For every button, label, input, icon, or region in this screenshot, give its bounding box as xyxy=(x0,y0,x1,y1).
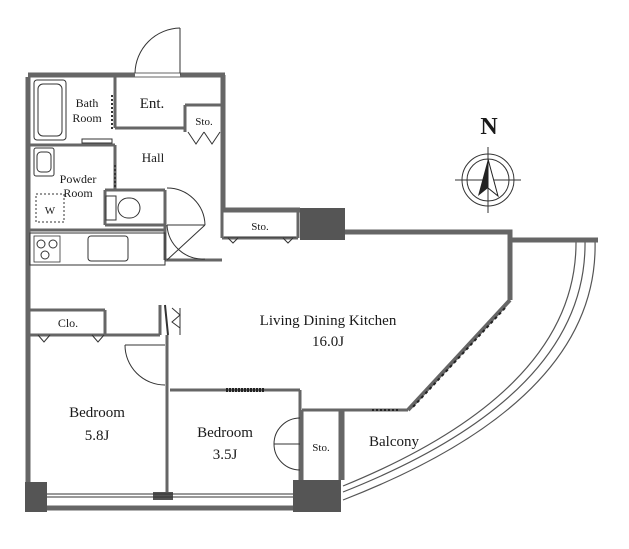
storage-top-doors xyxy=(187,131,221,145)
ldk-name-label: Living Dining Kitchen xyxy=(260,313,397,329)
storage-bedroom-label: Sto. xyxy=(312,442,330,454)
toilet xyxy=(105,195,141,221)
washer-label: W xyxy=(45,205,56,217)
entrance-label: Ent. xyxy=(140,96,165,112)
interior-walls xyxy=(30,75,342,508)
bedroom1-size-label: 5.8J xyxy=(85,428,110,444)
kitchen-counter xyxy=(29,232,166,266)
exterior-walls xyxy=(25,72,513,511)
bath-room-label-1: Bath xyxy=(76,96,99,110)
bedroom-storage-doors xyxy=(273,417,301,471)
closet-doors xyxy=(37,334,105,343)
bedroom2-name-label: Bedroom xyxy=(197,425,253,441)
powder-room-label-1: Powder xyxy=(60,172,97,186)
storage-top-label: Sto. xyxy=(195,116,213,128)
ldk-size-label: 16.0J xyxy=(312,334,344,350)
compass-north-label: N xyxy=(480,114,498,140)
entrance-door xyxy=(134,27,181,77)
hall-label: Hall xyxy=(142,150,165,165)
ldk-diagonal-wall xyxy=(302,298,512,412)
storage-mid-label: Sto. xyxy=(251,221,269,233)
structural-pillars xyxy=(25,208,345,512)
bedroom1-door xyxy=(124,344,166,386)
bedroom1-name-label: Bedroom xyxy=(69,405,125,421)
bottom-windows xyxy=(47,493,293,498)
room-labels: Bath Room Ent. Sto. Hall Powder Room W S… xyxy=(45,96,420,463)
compass: N xyxy=(455,114,521,213)
closet-label: Clo. xyxy=(58,316,78,330)
north-arrow-icon xyxy=(455,147,521,213)
folding-door xyxy=(164,304,181,336)
powder-room-label-2: Room xyxy=(63,186,93,200)
bedroom2-size-label: 3.5J xyxy=(213,447,238,463)
balcony-label: Balcony xyxy=(369,434,419,450)
bath-room-label-2: Room xyxy=(72,111,102,125)
balcony-outline xyxy=(342,239,596,501)
storage-mid-doors xyxy=(224,236,296,244)
toilet-door xyxy=(166,187,206,261)
powder-room-fixtures xyxy=(33,147,116,223)
bathtub xyxy=(33,79,113,144)
